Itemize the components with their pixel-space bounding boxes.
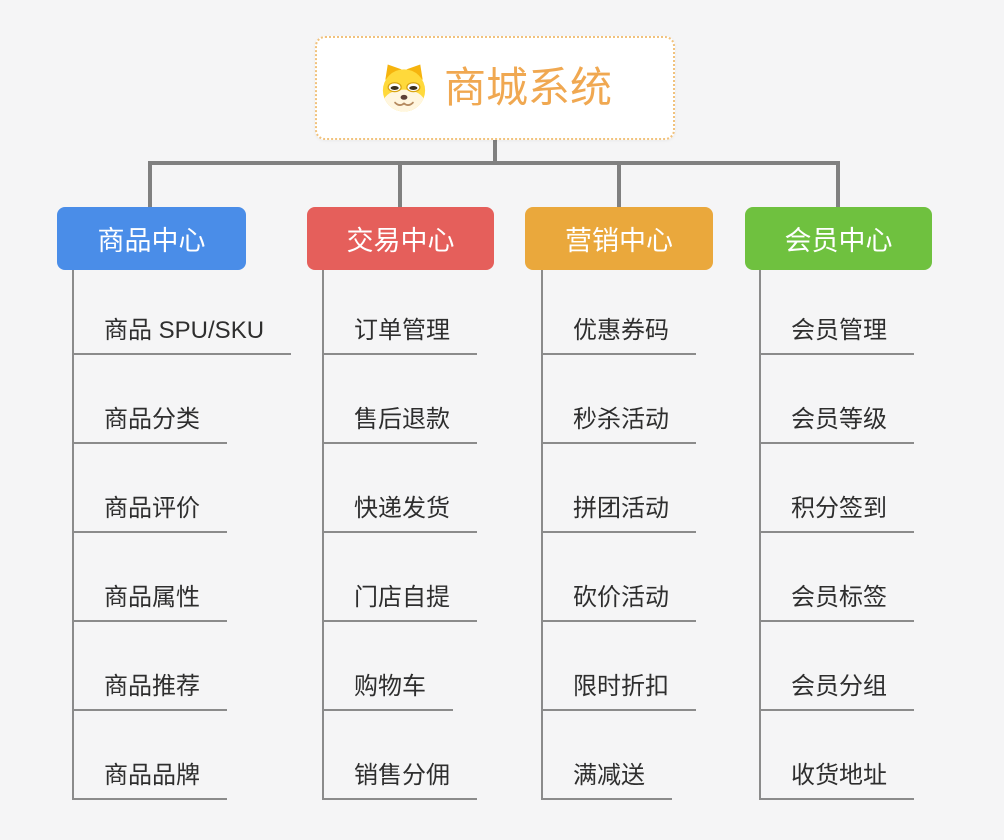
leaf-node[interactable]: 会员等级 xyxy=(761,355,914,444)
leaf-node[interactable]: 会员管理 xyxy=(761,270,914,355)
leaf-node[interactable]: 门店自提 xyxy=(324,533,477,622)
leaf-node[interactable]: 订单管理 xyxy=(324,270,477,355)
leaf-node[interactable]: 优惠券码 xyxy=(543,270,696,355)
connector-drop-member-center xyxy=(836,161,840,211)
leaf-node[interactable]: 会员标签 xyxy=(761,533,914,622)
branch-items-product-center: 商品 SPU/SKU 商品分类 商品评价 商品属性 商品推荐 商品品牌 xyxy=(72,270,292,800)
branch-items-trade-center: 订单管理 售后退款 快递发货 门店自提 购物车 销售分佣 xyxy=(322,270,477,800)
leaf-node[interactable]: 积分签到 xyxy=(761,444,914,533)
leaf-node[interactable]: 拼团活动 xyxy=(543,444,696,533)
branch-node-marketing-center[interactable]: 营销中心 xyxy=(525,207,713,270)
leaf-node[interactable]: 销售分佣 xyxy=(324,711,477,800)
branch-items-marketing-center: 优惠券码 秒杀活动 拼团活动 砍价活动 限时折扣 满减送 xyxy=(541,270,696,800)
connector-drop-marketing-center xyxy=(617,161,621,211)
leaf-node[interactable]: 商品分类 xyxy=(74,355,227,444)
leaf-node[interactable]: 购物车 xyxy=(324,622,453,711)
dog-face-icon xyxy=(378,62,430,114)
leaf-node[interactable]: 商品推荐 xyxy=(74,622,227,711)
leaf-node[interactable]: 商品品牌 xyxy=(74,711,227,800)
connector-drop-trade-center xyxy=(398,161,402,211)
root-node-title: 商城系统 xyxy=(443,64,612,111)
leaf-node[interactable]: 砍价活动 xyxy=(543,533,696,622)
connector-drop-product-center xyxy=(148,161,152,211)
leaf-node[interactable]: 秒杀活动 xyxy=(543,355,696,444)
branch-items-member-center: 会员管理 会员等级 积分签到 会员标签 会员分组 收货地址 xyxy=(759,270,914,800)
leaf-node[interactable]: 满减送 xyxy=(543,711,672,800)
root-node[interactable]: 商城系统 xyxy=(315,36,675,140)
leaf-node[interactable]: 快递发货 xyxy=(324,444,477,533)
leaf-node[interactable]: 商品 SPU/SKU xyxy=(74,270,292,355)
branch-node-member-center[interactable]: 会员中心 xyxy=(745,207,932,270)
leaf-node[interactable]: 商品属性 xyxy=(74,533,227,622)
leaf-node[interactable]: 限时折扣 xyxy=(543,622,696,711)
branch-node-product-center[interactable]: 商品中心 xyxy=(57,207,246,270)
connector-root-stem xyxy=(493,140,497,165)
leaf-node[interactable]: 商品评价 xyxy=(74,444,227,533)
leaf-node[interactable]: 收货地址 xyxy=(761,711,914,800)
connector-bus-line xyxy=(148,161,840,165)
leaf-node[interactable]: 售后退款 xyxy=(324,355,477,444)
leaf-node[interactable]: 会员分组 xyxy=(761,622,914,711)
branch-node-trade-center[interactable]: 交易中心 xyxy=(307,207,494,270)
